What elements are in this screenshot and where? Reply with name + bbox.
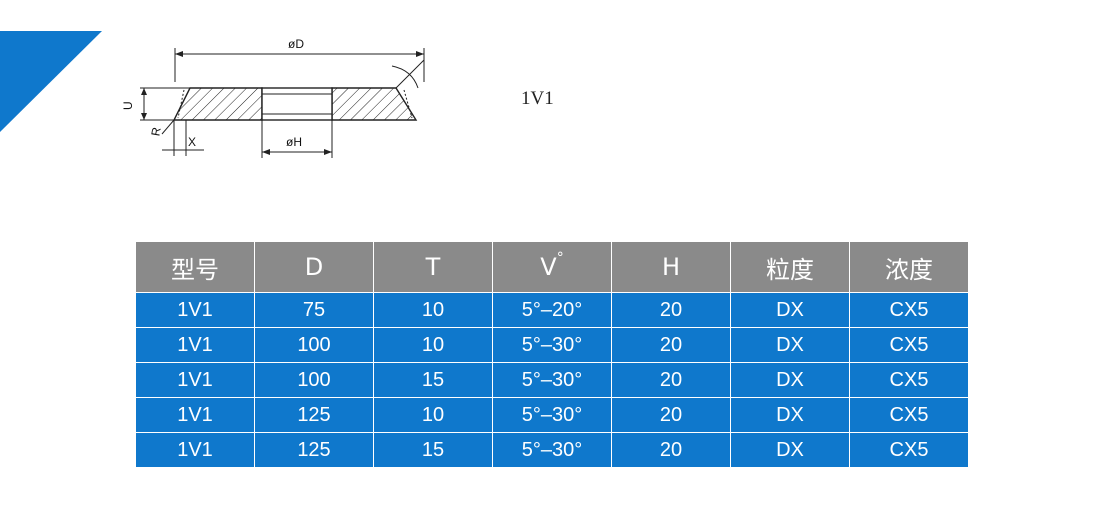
table-row: 1V1 100 15 5°–30° 20 DX CX5 <box>135 362 969 398</box>
header-grit: 粒度 <box>730 241 850 293</box>
wheel-cross-section-drawing: øD U R X øH <box>121 37 425 158</box>
table-cell: CX5 <box>849 327 969 363</box>
header-model: 型号 <box>135 241 255 293</box>
table-cell: 1V1 <box>135 362 255 398</box>
table-cell: DX <box>730 432 850 468</box>
header-concentration: 浓度 <box>849 241 969 293</box>
table-cell: 125 <box>254 432 374 468</box>
table-row: 1V1 125 15 5°–30° 20 DX CX5 <box>135 432 969 468</box>
table-cell: 20 <box>611 432 731 468</box>
table-cell: 100 <box>254 362 374 398</box>
table-row: 1V1 100 10 5°–30° 20 DX CX5 <box>135 327 969 363</box>
table-cell: 20 <box>611 327 731 363</box>
table-cell: 10 <box>373 327 493 363</box>
table-cell: 20 <box>611 292 731 328</box>
table-cell: 75 <box>254 292 374 328</box>
header-v-degree: ° <box>556 250 564 266</box>
spec-table: 型号 D T V° H 粒度 浓度 1V1 75 10 5°–20° 20 DX… <box>135 241 969 468</box>
table-cell: DX <box>730 292 850 328</box>
table-cell: 20 <box>611 397 731 433</box>
label-bore-diameter: øH <box>286 135 302 149</box>
table-cell: CX5 <box>849 292 969 328</box>
header-v: V° <box>492 241 612 293</box>
label-height: U <box>121 101 135 110</box>
table-cell: 10 <box>373 397 493 433</box>
model-label: 1V1 <box>521 88 554 109</box>
table-cell: DX <box>730 397 850 433</box>
table-cell: DX <box>730 362 850 398</box>
table-cell: 10 <box>373 292 493 328</box>
table-row: 1V1 125 10 5°–30° 20 DX CX5 <box>135 397 969 433</box>
table-cell: 1V1 <box>135 432 255 468</box>
table-cell: 5°–30° <box>492 397 612 433</box>
table-cell: 1V1 <box>135 292 255 328</box>
table-cell: 20 <box>611 362 731 398</box>
header-t: T <box>373 241 493 293</box>
table-cell: 15 <box>373 362 493 398</box>
header-d: D <box>254 241 374 293</box>
label-width: X <box>188 135 196 149</box>
header-h: H <box>611 241 731 293</box>
header-v-text: V <box>540 253 557 281</box>
table-cell: 5°–30° <box>492 327 612 363</box>
table-cell: 100 <box>254 327 374 363</box>
table-cell: CX5 <box>849 362 969 398</box>
label-outer-diameter: øD <box>288 37 304 51</box>
table-cell: 5°–30° <box>492 432 612 468</box>
table-cell: 5°–20° <box>492 292 612 328</box>
table-cell: CX5 <box>849 397 969 433</box>
table-row: 1V1 75 10 5°–20° 20 DX CX5 <box>135 292 969 328</box>
table-cell: 1V1 <box>135 397 255 433</box>
table-cell: 5°–30° <box>492 362 612 398</box>
table-cell: 1V1 <box>135 327 255 363</box>
table-cell: DX <box>730 327 850 363</box>
label-radius: R <box>148 126 163 137</box>
table-header-row: 型号 D T V° H 粒度 浓度 <box>135 241 969 293</box>
corner-accent-triangle <box>0 31 102 132</box>
table-cell: CX5 <box>849 432 969 468</box>
table-cell: 125 <box>254 397 374 433</box>
table-cell: 15 <box>373 432 493 468</box>
